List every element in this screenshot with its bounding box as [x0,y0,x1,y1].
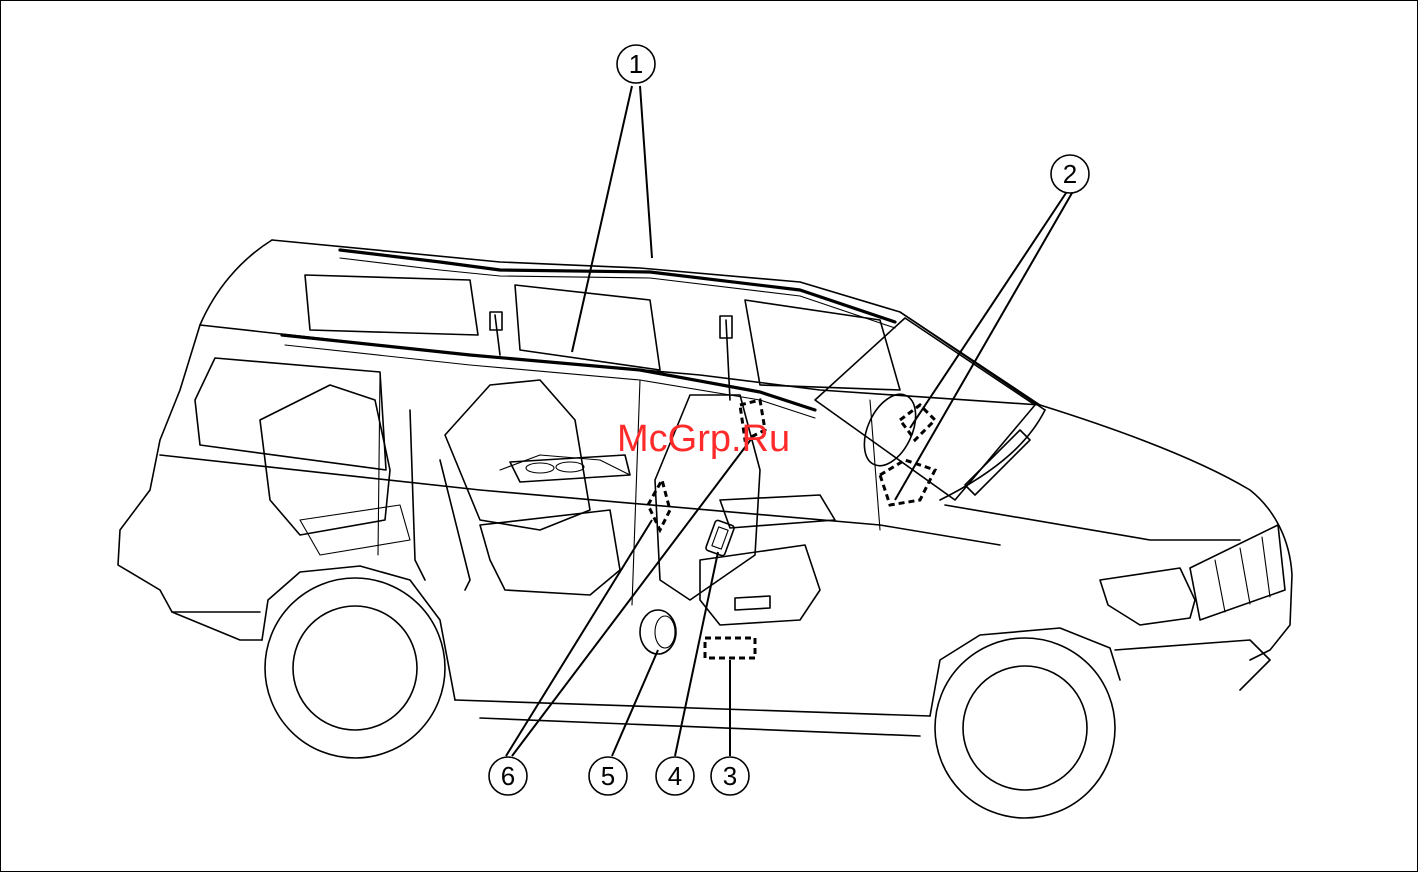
callout-1-label: 1 [629,49,643,79]
rear-wheel [265,578,445,758]
second-row-seat [445,380,630,595]
callout-5-label: 5 [601,761,615,791]
callout-1: 1 [617,45,655,83]
diagnosis-sensor-unit [705,638,755,658]
callout-3: 3 [711,757,749,795]
satellite-sensor [640,610,676,654]
callout-4: 4 [656,757,694,795]
front-wheel [935,638,1115,818]
third-row-seat [260,385,410,555]
callout-6-label: 6 [501,761,515,791]
front-air-bag-module [880,405,935,505]
callout-2-label: 2 [1063,159,1077,189]
callout-6: 6 [489,757,527,795]
callout-5: 5 [589,757,627,795]
callout-3-label: 3 [723,761,737,791]
callout-2: 2 [1051,155,1089,193]
seat-belt-pretensioner [705,520,735,557]
watermark-text: McGrp.Ru [617,418,790,461]
callout-4-label: 4 [668,761,682,791]
